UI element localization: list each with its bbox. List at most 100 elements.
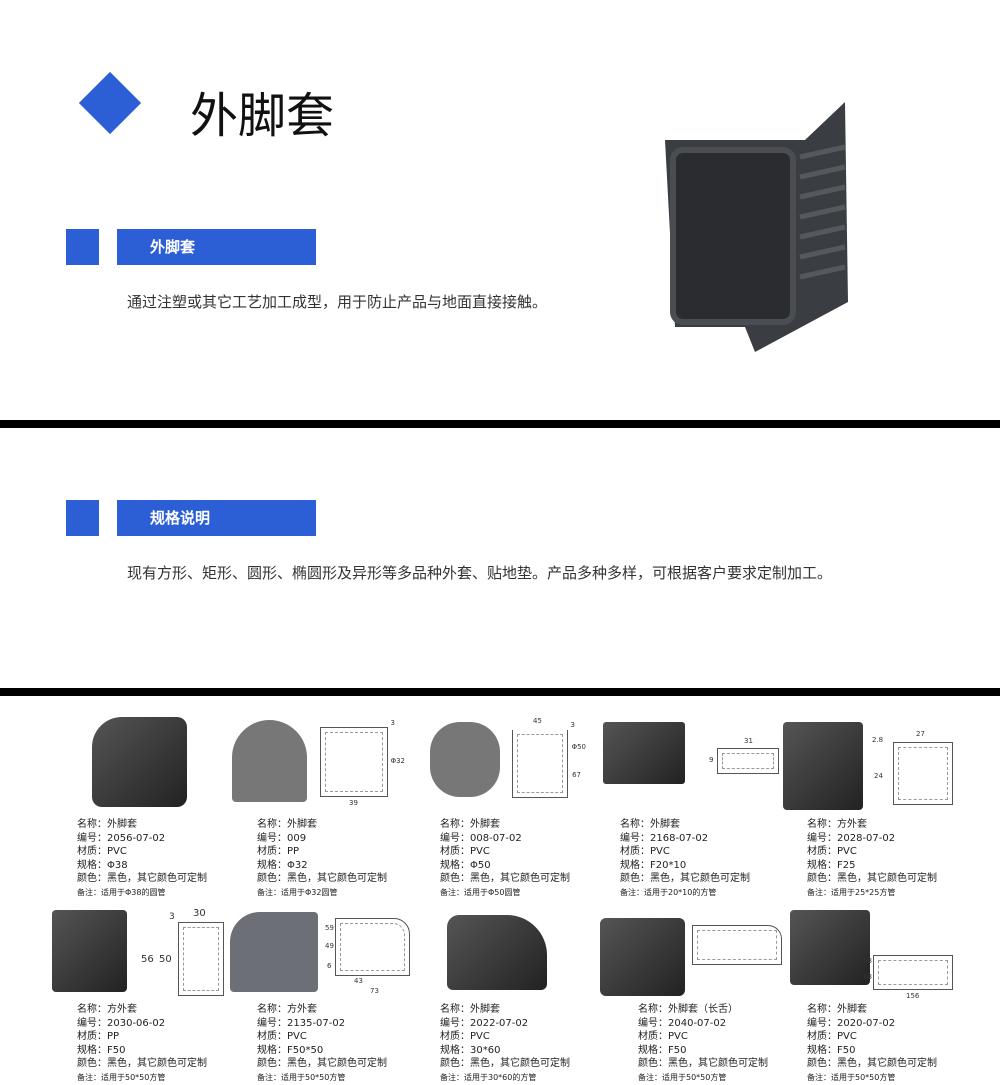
spec-name: 名称：外脚套 [440, 819, 500, 830]
spec-note: 备注：适用于25*25方管 [807, 887, 896, 897]
divider [0, 420, 1000, 428]
spec-spec: 规格：F50 [638, 1044, 687, 1056]
spec-note: 备注：适用于50*50方管 [807, 1072, 896, 1082]
spec-material: 材质：PVC [807, 846, 857, 858]
dimension-label: 58 [863, 957, 872, 965]
spec-material: 材质：PVC [440, 1031, 490, 1043]
dimension-label: 24 [874, 772, 883, 780]
spec-name: 名称：外脚套 [257, 819, 317, 830]
technical-drawing: 39 Φ32 3 [320, 720, 405, 807]
dimension-label: 2.8 [872, 736, 884, 744]
dimension-label: 59 [325, 924, 334, 932]
section-description: 现有方形、矩形、圆形、椭圆形及异形等多品种外套、贴地垫。产品多种多样，可根据客户… [127, 564, 833, 582]
product-photo [790, 910, 870, 985]
spec-name: 名称：外脚套 [807, 1004, 867, 1015]
spec-spec: 规格：Φ38 [77, 859, 128, 871]
page-title: 外脚套 [190, 88, 335, 144]
dimension-label: 73 [370, 987, 379, 995]
spec-note: 备注：适用于Φ38的圆管 [77, 887, 166, 897]
spec-color: 颜色：黑色，其它颜色可定制 [620, 873, 750, 885]
dimension-label: Φ32 [390, 757, 405, 765]
dimension-label: 27 [916, 730, 925, 738]
dimension-label: 49 [325, 942, 334, 950]
spec-material: 材质：PVC [638, 1031, 688, 1043]
product-photo [600, 918, 685, 996]
product-photo [230, 912, 318, 992]
product-photo [447, 915, 547, 990]
spec-name: 名称：方外套 [77, 1004, 137, 1015]
dimension-label: 56 [141, 954, 154, 965]
spec-code: 编号：2022-07-02 [440, 1017, 529, 1029]
product-photo [603, 722, 685, 784]
spec-color: 颜色：黑色，其它颜色可定制 [77, 1058, 207, 1070]
spec-note: 备注：适用于30*60的方管 [440, 1072, 537, 1082]
dimension-label: 3 [390, 719, 395, 727]
spec-spec: 规格：F50 [807, 1044, 856, 1056]
spec-note: 备注：适用于50*50方管 [638, 1072, 727, 1082]
spec-spec: 规格：F50 [77, 1044, 126, 1056]
dimension-label: 3 [169, 912, 175, 922]
spec-code: 编号：2168-07-02 [620, 832, 709, 844]
dimension-label: 48 [863, 973, 872, 981]
section-heading: 规格说明 [117, 500, 316, 536]
spec-material: 材质：PP [257, 846, 300, 858]
product-photo [232, 720, 307, 802]
spec-name: 名称：外脚套 [440, 1004, 500, 1015]
dimension-label: 39 [349, 799, 358, 807]
dimension-label: 67 [572, 771, 581, 779]
spec-note: 备注：适用于50*50方管 [77, 1072, 166, 1082]
section-marker [66, 500, 99, 536]
technical-drawing: 31 9 [709, 738, 779, 774]
spec-material: 材质：PVC [807, 1031, 857, 1043]
product-photo [92, 717, 187, 807]
section-heading: 外脚套 [117, 229, 316, 265]
product-photo [783, 722, 863, 810]
spec-code: 编号：2135-07-02 [257, 1017, 346, 1029]
dimension-label: 3 [570, 721, 575, 729]
dimension-label: 30 [193, 908, 206, 919]
section-description: 通过注塑或其它工艺加工成型，用于防止产品与地面直接接触。 [127, 293, 548, 311]
technical-drawing: 27 2.8 24 [872, 731, 953, 805]
diamond-logo-icon [78, 71, 142, 135]
spec-name: 名称：外脚套（长舌） [638, 1004, 738, 1015]
spec-name: 名称：外脚套 [77, 819, 137, 830]
dimension-label: 43 [354, 977, 363, 985]
spec-spec: 规格：30*60 [440, 1044, 501, 1056]
divider [0, 688, 1000, 696]
dimension-label: 31 [744, 737, 753, 745]
spec-color: 颜色：黑色，其它颜色可定制 [807, 1058, 937, 1070]
spec-note: 备注：适用于Φ32圆管 [257, 887, 338, 897]
product-photo [52, 910, 127, 992]
dimension-label: 45 [533, 717, 542, 725]
spec-note: 备注：适用于20*10的方管 [620, 887, 717, 897]
spec-color: 颜色：黑色，其它颜色可定制 [257, 873, 387, 885]
spec-note: 备注：适用于Φ50圆管 [440, 887, 521, 897]
spec-spec: 规格：F20*10 [620, 859, 687, 871]
spec-code: 编号：2020-07-02 [807, 1017, 896, 1029]
spec-spec: 规格：Φ32 [257, 859, 308, 871]
technical-drawing [692, 925, 782, 965]
dimension-label: 9 [709, 756, 714, 764]
spec-note: 备注：适用于50*50方管 [257, 1072, 346, 1082]
spec-material: 材质：PVC [257, 1031, 307, 1043]
spec-code: 编号：008-07-02 [440, 832, 522, 844]
spec-color: 颜色：黑色，其它颜色可定制 [440, 873, 570, 885]
spec-name: 名称：方外套 [807, 819, 867, 830]
spec-material: 材质：PVC [620, 846, 670, 858]
spec-spec: 规格：F50*50 [257, 1044, 324, 1056]
spec-spec: 规格：Φ50 [440, 859, 491, 871]
dimension-label: Φ50 [571, 743, 586, 751]
product-photo [430, 722, 500, 797]
spec-code: 编号：009 [257, 832, 307, 844]
